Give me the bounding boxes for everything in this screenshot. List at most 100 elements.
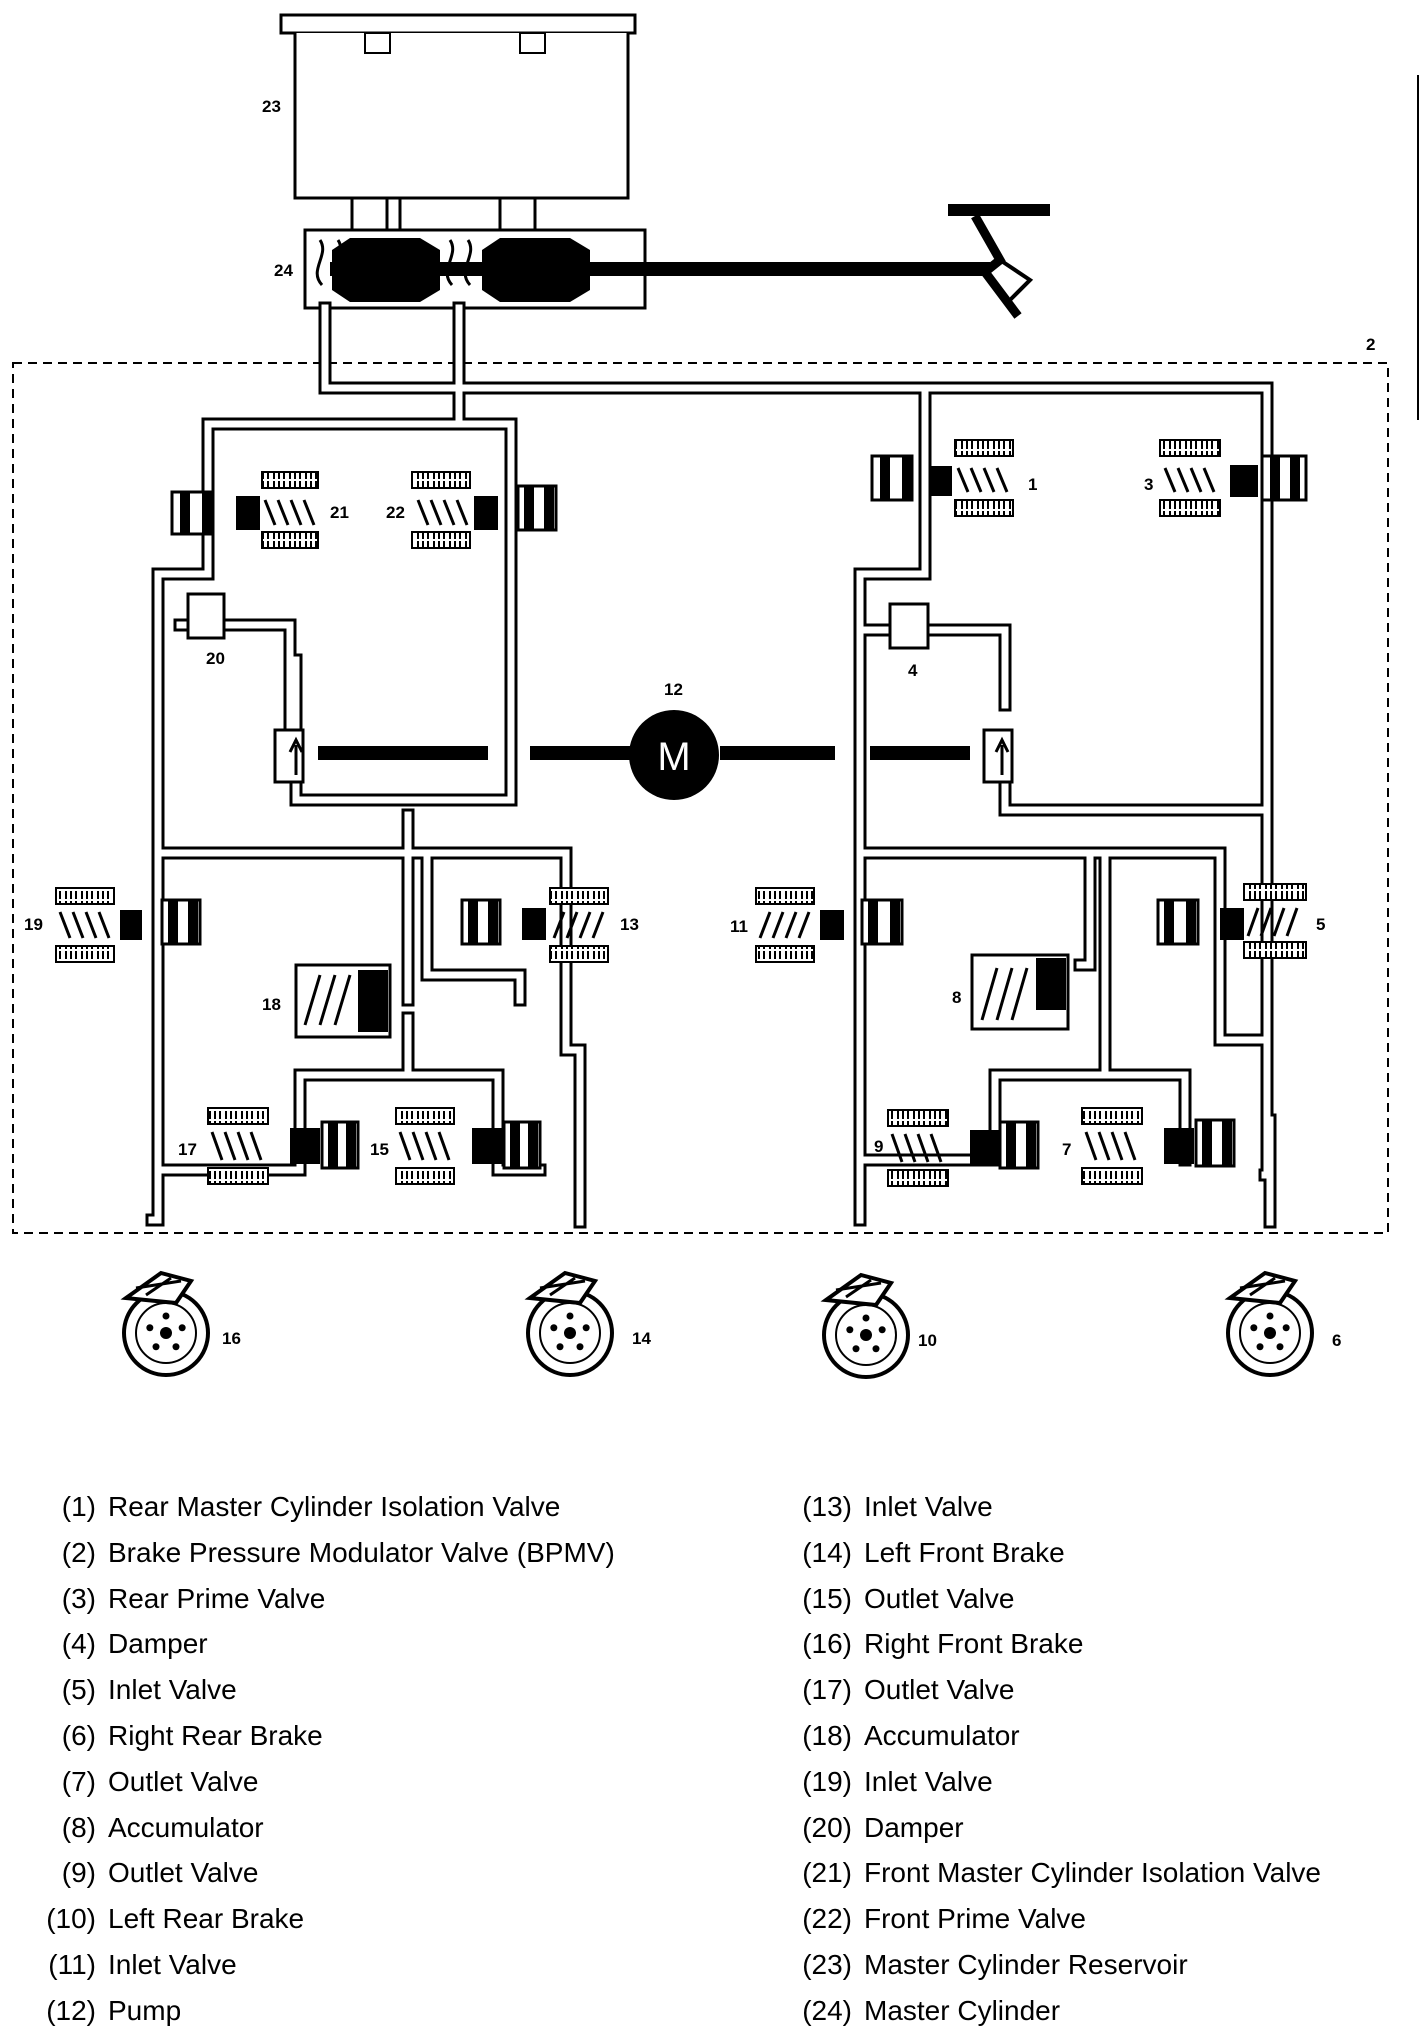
legend-number: (20) [802, 1811, 852, 1843]
legend-right-column: (13)Inlet Valve (14)Left Front Brake (15… [790, 1484, 1410, 2034]
legend-number: (19) [802, 1765, 852, 1797]
legend-item: (24) Master Cylinder [790, 1988, 1410, 2034]
legend-item: (4) Damper [36, 1621, 756, 1667]
callout-19: 19 [24, 915, 43, 934]
callout-14: 14 [632, 1329, 651, 1348]
legend-number: (10) [46, 1903, 96, 1935]
callout-22: 22 [386, 503, 405, 522]
brake-hydraulic-diagram: M [12, 13, 1419, 1379]
brake-rotor-10 [820, 1272, 910, 1379]
legend-label: Front Prime Valve [864, 1903, 1086, 1935]
legend-label: Damper [108, 1628, 208, 1660]
damper-20 [186, 592, 226, 640]
legend-item: (1) Rear Master Cylinder Isolation Valve [36, 1484, 756, 1530]
legend-item: (12)Pump [36, 1988, 756, 2034]
legend-number: (12) [46, 1994, 96, 2026]
legend-item: (21) Front Master Cylinder Isolation Valv… [790, 1850, 1410, 1896]
legend-label: Left Front Brake [864, 1536, 1065, 1568]
legend-item: (5) Inlet Valve [36, 1667, 756, 1713]
callout-13: 13 [620, 915, 639, 934]
legend-item: (15) Outlet Valve [790, 1576, 1410, 1622]
callout-9: 9 [874, 1137, 883, 1156]
accumulator-8 [970, 953, 1070, 1031]
legend-label: Right Rear Brake [108, 1719, 323, 1751]
callouts: 1 2 3 4 5 6 7 8 9 10 11 12 13 14 15 16 1… [24, 97, 1375, 1350]
legend-number: (7) [61, 1765, 96, 1797]
legend-number: (5) [61, 1674, 96, 1706]
callout-1: 1 [1028, 475, 1037, 494]
callout-23: 23 [262, 97, 281, 116]
callout-5: 5 [1316, 915, 1325, 934]
valve-19 [55, 887, 202, 963]
legend-label: Inlet Valve [108, 1948, 237, 1980]
valve-3 [1159, 439, 1308, 517]
callout-8: 8 [952, 988, 961, 1007]
callout-12: 12 [664, 680, 683, 699]
damper-4 [888, 602, 930, 650]
brake-rotor-6 [1224, 1270, 1314, 1377]
legend-number: (15) [802, 1582, 852, 1614]
legend-item: (7) Outlet Valve [36, 1759, 756, 1805]
callout-11: 11 [730, 917, 748, 936]
legend-label: Left Rear Brake [108, 1903, 305, 1935]
callout-3: 3 [1144, 475, 1153, 494]
callout-18: 18 [262, 995, 281, 1014]
legend-number: (6) [61, 1719, 96, 1751]
legend-number: (18) [802, 1719, 852, 1751]
callout-2: 2 [1366, 335, 1375, 354]
legend-item: (3) Rear Prime Valve [36, 1576, 756, 1622]
legend-label: Inlet Valve [864, 1765, 993, 1797]
legend-label: Outlet Valve [864, 1582, 1015, 1614]
legend-label: Rear Prime Valve [108, 1582, 326, 1614]
accumulator-18 [294, 963, 392, 1039]
legend-number: (11) [48, 1948, 96, 1980]
callout-21: 21 [330, 503, 349, 522]
valve-22 [411, 471, 558, 549]
legend-number: (4) [61, 1628, 96, 1660]
valve-13 [460, 887, 609, 963]
legend-label: Inlet Valve [108, 1674, 237, 1706]
legend-item: (18)Accumulator [790, 1713, 1410, 1759]
brake-pedal [948, 204, 1050, 319]
valve-17 [207, 1107, 360, 1185]
legend-label: Outlet Valve [864, 1674, 1015, 1706]
legend-item: (6) Right Rear Brake [36, 1713, 756, 1759]
legend-item: (20) Damper [790, 1805, 1410, 1851]
brake-rotor-14 [524, 1270, 614, 1377]
legend-number: (1) [61, 1491, 96, 1522]
valve-11 [755, 887, 904, 963]
legend-number: (3) [61, 1582, 96, 1614]
callout-6: 6 [1332, 1331, 1341, 1350]
legend-left-column: (1)Rear Master Cylinder Isolation Valve … [36, 1484, 756, 2034]
legend-label: Front Master Cylinder Isolation Valve [864, 1857, 1321, 1889]
brake-rotor-16 [120, 1270, 210, 1377]
legend-label: Outlet Valve [108, 1765, 259, 1797]
legend-number: (24) [802, 1994, 852, 2026]
legend-label: Master Cylinder [864, 1994, 1061, 2026]
legend-label: Damper [864, 1811, 964, 1843]
bpmv-outline [12, 362, 1389, 1234]
legend-label: Master Cylinder Reservoir [864, 1948, 1188, 1980]
brake-rotors [120, 1270, 1314, 1379]
legend-item: (17) Outlet Valve [790, 1667, 1410, 1713]
legend-number: (21) [802, 1857, 852, 1889]
legend-label: Accumulator [108, 1811, 264, 1843]
legend-label: Rear Master Cylinder Isolation Valve [108, 1491, 561, 1522]
pump-motor: M [273, 710, 1014, 800]
legend-label: Right Front Brake [864, 1628, 1084, 1660]
legend-item: (8) Accumulator [36, 1805, 756, 1851]
callout-20: 20 [206, 649, 225, 668]
legend-number: (22) [802, 1903, 852, 1935]
legend-item: (9)Outlet Valve [36, 1850, 756, 1896]
legend-item: (19) Inlet Valve [790, 1759, 1410, 1805]
legend-number: (2) [61, 1536, 96, 1568]
legend-number: (13) [802, 1491, 852, 1522]
callout-24: 24 [274, 261, 293, 280]
legend-number: (23) [802, 1948, 852, 1980]
valve-7 [1081, 1107, 1236, 1185]
legend-number: (17) [802, 1674, 852, 1706]
legend-number: (8) [61, 1811, 96, 1843]
legend-number: (9) [61, 1857, 96, 1889]
valve-21 [170, 471, 319, 549]
motor-letter: M [657, 735, 690, 779]
